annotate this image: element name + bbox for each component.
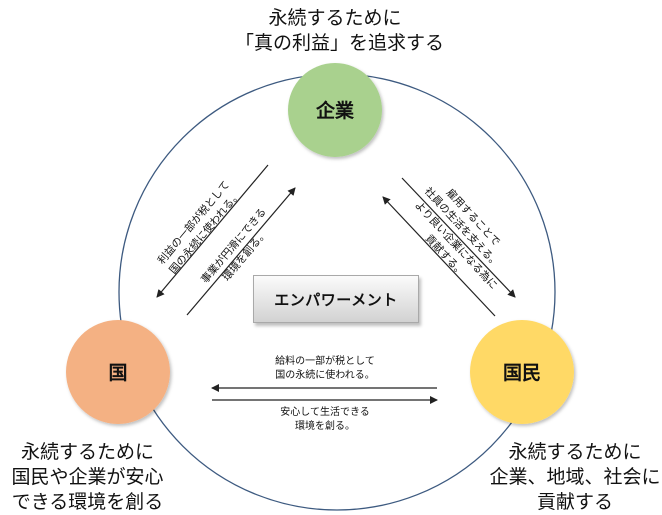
flow-note-line: 国の永続に使われる。 (275, 370, 375, 381)
flow-nation-to-citizen: 安心して生活できる 環境を創る。 (245, 406, 405, 434)
flow-note-line: 安心して生活できる (280, 407, 370, 418)
citizen-caption-line: 企業、地域、社会に (489, 466, 661, 488)
citizen-caption-line: 貢献する (536, 491, 613, 513)
company-caption: 永続するために 「真の利益」を追求する (235, 6, 445, 56)
company-node-label: 企業 (315, 99, 355, 122)
company-caption-line: 「真の利益」を追求する (235, 32, 445, 54)
nation-caption-line: 永続するために (20, 441, 154, 463)
arrow-nation-to-company (186, 187, 296, 316)
citizen-caption-line: 永続するために (508, 441, 642, 463)
arrow-company-to-nation (156, 164, 269, 298)
citizen-caption: 永続するために 企業、地域、社会に 貢献する (488, 440, 662, 515)
flow-note-line: 給料の一部が税として (275, 356, 375, 367)
nation-caption-line: できる環境を創る (11, 491, 164, 513)
nation-node-label: 国 (108, 362, 127, 384)
flow-note-line: 環境を創る。 (295, 421, 355, 432)
nation-node (66, 320, 170, 424)
empowerment-label: エンパワーメント (274, 290, 398, 309)
empowerment-box: エンパワーメント (253, 275, 419, 323)
company-node (288, 63, 382, 157)
arrow-company-to-citizen (401, 177, 516, 298)
nation-caption-line: 国民や企業が安心 (11, 466, 164, 488)
company-caption-line: 永続するために (268, 7, 402, 29)
arrow-citizen-to-company (382, 196, 496, 317)
citizen-node (470, 320, 574, 424)
flow-citizen-to-nation: 給料の一部が税として 国の永続に使われる。 (245, 355, 405, 383)
citizen-node-label: 国民 (503, 362, 541, 384)
nation-caption: 永続するために 国民や企業が安心 できる環境を創る (0, 440, 175, 515)
